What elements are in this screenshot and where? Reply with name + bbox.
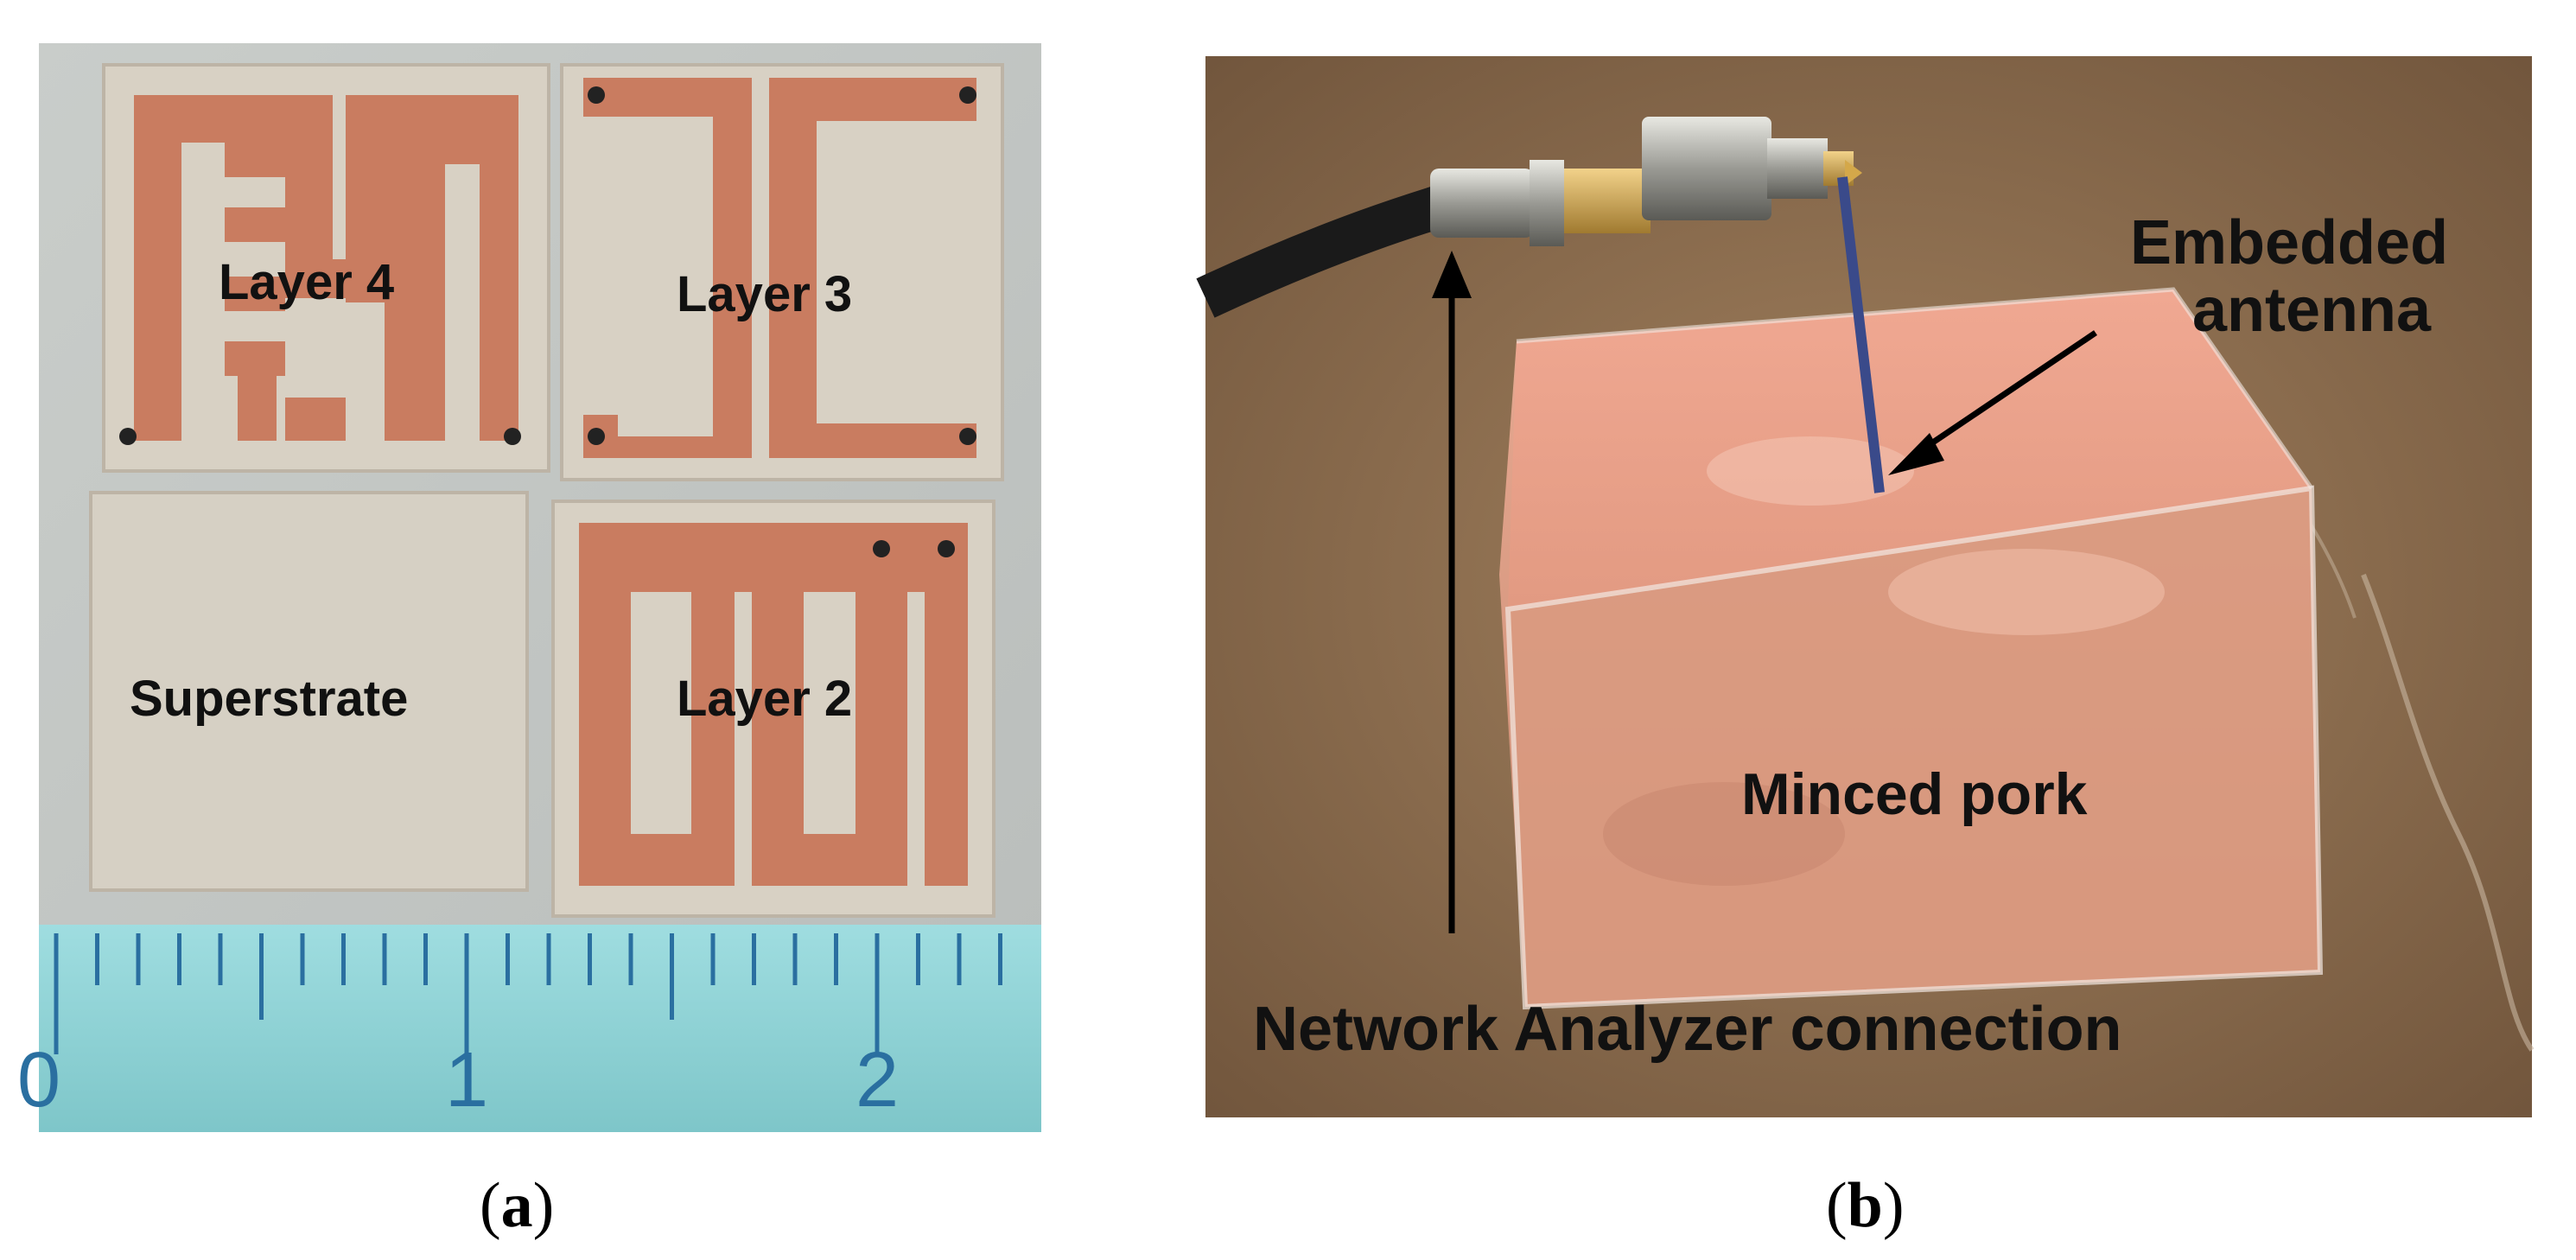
ruler-mark-2: 2 (855, 1037, 900, 1123)
arrow-network-analyzer (1432, 251, 1472, 933)
label-superstrate: Superstrate (130, 671, 409, 727)
label-minced-pork: Minced pork (1741, 761, 2088, 827)
label-layer3: Layer 3 (677, 266, 853, 322)
caption-b-letter: b (1847, 1170, 1883, 1241)
caption-b: (b) (1826, 1170, 1905, 1241)
antenna-layers-photo (39, 43, 1041, 1132)
label-layer2: Layer 2 (677, 671, 853, 727)
layer3-board (560, 63, 1004, 481)
ruler-mark-0: 0 (17, 1037, 61, 1123)
network-analyzer-cable (1196, 117, 1854, 318)
photo-panel-b: Embedded antenna Minced pork Network Ana… (1196, 56, 2535, 1117)
layer4-board (102, 63, 550, 473)
ruler-mark-1: 1 (445, 1037, 489, 1123)
label-layer4: Layer 4 (219, 254, 395, 310)
photo-panel-a: Layer 4 Layer 3 Superstrate Layer 2 0 1 … (17, 43, 1041, 1132)
ruler (39, 925, 1041, 1132)
superstrate-board (89, 491, 529, 892)
label-antenna: antenna (2192, 276, 2432, 345)
label-embedded: Embedded (2130, 208, 2449, 277)
layer2-board (551, 500, 995, 918)
embedded-antenna-probe (1837, 160, 1885, 493)
pork-test-photo (1196, 56, 2535, 1117)
caption-a-letter: a (500, 1170, 533, 1241)
minced-pork-block (1499, 287, 2324, 1010)
arrow-embedded-antenna (1888, 330, 2097, 475)
caption-a: (a) (480, 1170, 555, 1241)
label-network-analyzer-connection: Network Analyzer connection (1253, 995, 2122, 1064)
